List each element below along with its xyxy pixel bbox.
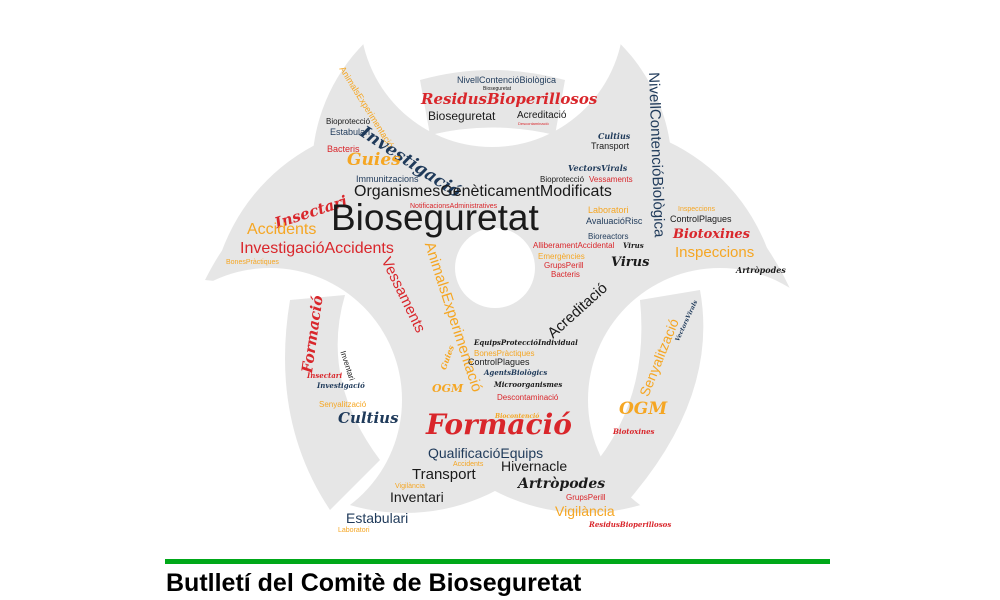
word: Accidents bbox=[247, 221, 317, 238]
word: Vessaments bbox=[589, 175, 633, 184]
word: Descontaminació bbox=[497, 393, 559, 402]
word: Vigilància bbox=[555, 503, 615, 519]
word: AlliberamentAccidental bbox=[533, 241, 615, 250]
word: OGM bbox=[432, 382, 464, 395]
word: Cultius bbox=[598, 131, 631, 141]
word: Biotoxines bbox=[613, 427, 655, 436]
green-divider bbox=[165, 559, 830, 564]
word: BonesPràctiques bbox=[474, 349, 535, 358]
word: Inspeccions bbox=[678, 206, 715, 213]
word: Cultius bbox=[338, 409, 399, 427]
word: Bacteris bbox=[327, 144, 360, 154]
word: NotificacionsAdministratives bbox=[410, 203, 498, 210]
word: Laboratori bbox=[588, 205, 629, 215]
word: ControlPlagues bbox=[468, 357, 530, 367]
word: GrupsPerill bbox=[566, 493, 606, 502]
word: Artròpodes bbox=[736, 265, 786, 275]
word: Hivernacle bbox=[501, 458, 568, 474]
word: Descontaminació bbox=[518, 121, 549, 126]
word: Bioseguretat bbox=[331, 197, 539, 238]
word: Emergències bbox=[538, 252, 585, 261]
word: Acreditació bbox=[517, 110, 567, 121]
word: Bioprotecció bbox=[326, 117, 371, 126]
word: Guies bbox=[347, 150, 401, 170]
word: Inspeccions bbox=[675, 244, 755, 261]
word: GrupsPerill bbox=[544, 261, 584, 270]
word: Estabulari bbox=[330, 127, 371, 137]
word: Vigilància bbox=[395, 483, 425, 490]
word: QualificacióEquips bbox=[428, 445, 544, 461]
word: Senyalització bbox=[319, 400, 367, 409]
word: Bioreactors bbox=[588, 232, 629, 241]
word: OGM bbox=[619, 399, 668, 419]
word: Artròpodes bbox=[518, 476, 606, 492]
biohazard-shape bbox=[205, 0, 795, 513]
word: Accidents bbox=[453, 461, 484, 468]
word: Bioseguretat bbox=[428, 109, 496, 123]
word: ResidusBioperillosos bbox=[421, 90, 598, 108]
word: Virus bbox=[611, 255, 650, 270]
word: Inventari bbox=[390, 489, 444, 505]
word: ResidusBioperillosos bbox=[589, 520, 672, 529]
word: ControlPlagues bbox=[670, 214, 732, 224]
word: Biotoxines bbox=[673, 227, 751, 242]
word: Investigació bbox=[317, 381, 365, 390]
word: Immunitzacions bbox=[356, 174, 419, 184]
word: Transport bbox=[591, 141, 630, 151]
word: Insectari bbox=[307, 371, 343, 380]
word: Microorganismes bbox=[494, 380, 563, 389]
word: Bioseguretat bbox=[483, 86, 512, 92]
word: AvaluacióRisc bbox=[586, 216, 643, 226]
word: VectorsVirals bbox=[568, 163, 628, 173]
word: InvestigacióAccidents bbox=[240, 240, 394, 257]
word: Biocontenció bbox=[495, 413, 540, 420]
word: Bacteris bbox=[551, 270, 580, 279]
word: EquipsProteccióIndividual bbox=[474, 338, 578, 347]
word: BonesPràctiques bbox=[226, 259, 279, 266]
biohazard-word-cloud: NivellContencióBiològica Bioseguretat Re… bbox=[205, 0, 795, 534]
newsletter-title: Butlletí del Comitè de Bioseguretat bbox=[166, 569, 582, 597]
word: Bioprotecció bbox=[540, 175, 585, 184]
word: Formació bbox=[426, 408, 572, 441]
word: Estabulari bbox=[346, 510, 409, 526]
word: NivellContencióBiològica bbox=[457, 75, 557, 85]
word: Virus bbox=[623, 241, 644, 250]
word: Laboratori bbox=[338, 527, 370, 534]
word: AgentsBiològics bbox=[484, 368, 548, 377]
word: Transport bbox=[412, 466, 476, 483]
word: OrganismesGenèticamentModificats bbox=[354, 183, 612, 200]
